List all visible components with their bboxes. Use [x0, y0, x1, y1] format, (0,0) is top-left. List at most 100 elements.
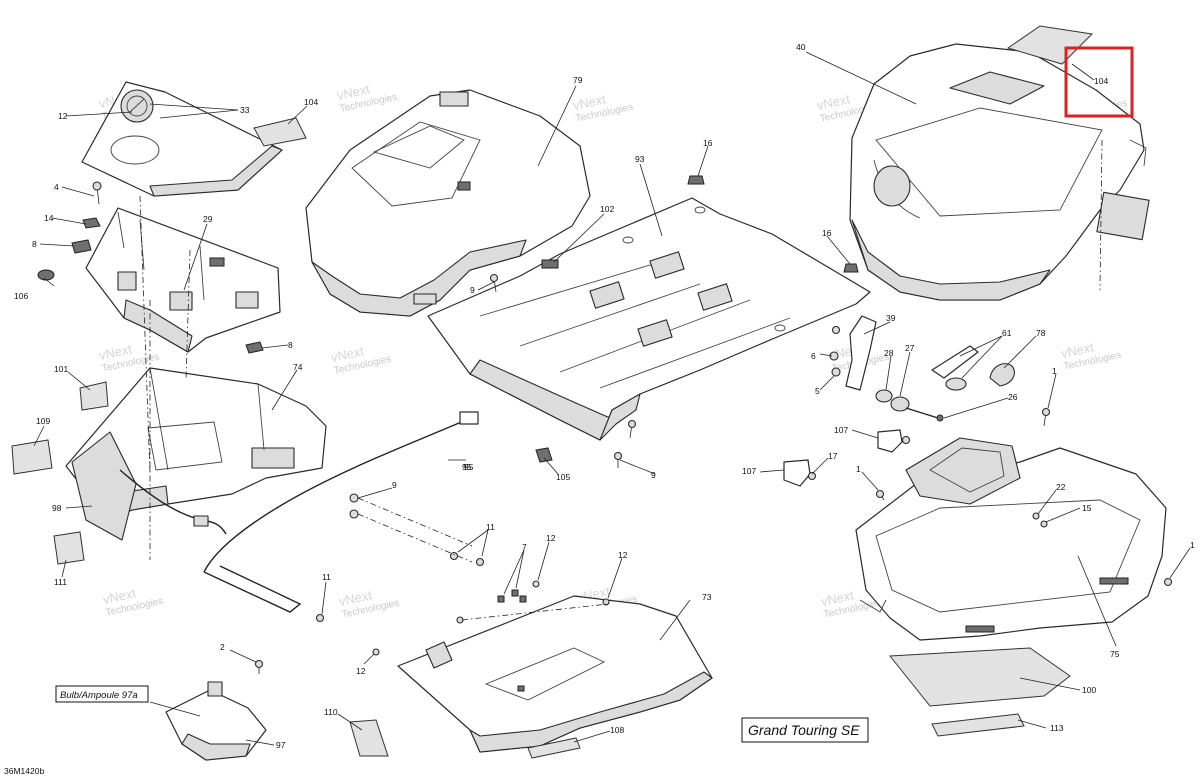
callout-label: 17 — [828, 451, 838, 461]
callout-label: 27 — [905, 343, 915, 353]
callout-label: 101 — [54, 364, 68, 374]
callout-label: 12 — [356, 666, 366, 676]
part-5-6-screws — [829, 325, 841, 377]
part-16-nut-lower — [843, 263, 859, 273]
callout-label: 33 — [240, 105, 250, 115]
part-8-clip — [71, 239, 92, 254]
part-100-decal — [889, 647, 1071, 707]
callout-label: 8 — [32, 239, 37, 249]
watermark-line: vNext — [338, 587, 374, 609]
callout-label: 26 — [1008, 392, 1018, 402]
callout-label: 107 — [742, 466, 756, 476]
part-93-floor-tray — [427, 197, 871, 441]
part-15-nut — [1040, 520, 1048, 528]
callout-layer: 12 33 104 4 14 8 106 29 8 101 74 109 98 … — [14, 42, 1195, 750]
callout-label: 105 — [556, 472, 570, 482]
part-7-screw-lower — [613, 419, 637, 468]
part-12-screws — [372, 580, 610, 656]
callout-label: 74 — [293, 362, 303, 372]
callout-label: 12 — [58, 111, 68, 121]
callout-label: 2 — [220, 642, 225, 652]
part-97-lamp — [165, 681, 267, 761]
callout-label: 106 — [14, 291, 28, 301]
leader-lines — [33, 51, 1191, 746]
model-label-box: Grand Touring SE — [741, 717, 869, 743]
part-61-latch — [931, 345, 979, 391]
part-109-decal — [11, 439, 53, 475]
part-78-trunk-base — [855, 437, 1167, 641]
watermark-line: vNext — [102, 585, 138, 607]
part-2-screw — [254, 659, 264, 674]
callout-label: 100 — [1082, 685, 1096, 695]
callout-label: 22 — [1056, 482, 1066, 492]
watermark-line: vNext — [98, 341, 134, 363]
alignment-lines — [139, 139, 1103, 560]
part-17-nut-upper — [901, 435, 911, 445]
callout-label: 73 — [702, 592, 712, 602]
callout-label: 11 — [486, 522, 495, 532]
callout-label: 102 — [600, 204, 614, 214]
callout-label: 28 — [884, 348, 894, 358]
callout-label: 75 — [1110, 649, 1120, 659]
part-1-screw-upper — [1041, 407, 1051, 427]
callout-label: 79 — [573, 75, 583, 85]
watermark-line: vNext — [336, 81, 372, 103]
callout-label: 1 — [1052, 366, 1057, 376]
part-98-side-trim — [71, 431, 137, 541]
part-101-decal — [79, 381, 109, 411]
part-75-knob — [989, 363, 1015, 387]
callout-label: 109 — [36, 416, 50, 426]
watermark-line: vNext — [330, 343, 366, 365]
callout-label: 93 — [635, 154, 645, 164]
part-105-connector — [535, 447, 553, 463]
part-14-clip — [82, 217, 101, 229]
part-22-washer — [1032, 512, 1040, 520]
callout-label: 1 — [856, 464, 861, 474]
callout-label: 9 — [651, 470, 656, 480]
part-7-screw-upper — [489, 273, 499, 293]
part-16-nut-upper — [687, 175, 705, 185]
part-110-decal — [349, 719, 389, 757]
callout-label: 9 — [470, 285, 475, 295]
callout-label: 29 — [203, 214, 213, 224]
callout-label: 110 — [324, 707, 338, 717]
part-9-screws — [349, 493, 609, 621]
part-102-clip — [541, 259, 559, 269]
part-3-screw — [92, 181, 102, 205]
callout-label: 16 — [822, 228, 832, 238]
callout-label: 1 — [1190, 540, 1195, 550]
part-17-nut-lower — [807, 471, 817, 481]
part-95-wiring-harness — [119, 411, 479, 613]
callout-label: 97 — [276, 740, 286, 750]
part-33-upper-console-panel — [81, 81, 283, 197]
callout-label: 12 — [618, 550, 628, 560]
part-107-bracket-lower — [783, 459, 811, 487]
part-104-decal — [1006, 25, 1094, 65]
part-11-screws — [315, 551, 485, 623]
part-79-storage-compartment — [305, 89, 591, 317]
highlight-box — [1064, 46, 1134, 118]
part-1-screw-lower — [875, 489, 885, 501]
watermark-line: vNext — [1060, 339, 1096, 361]
watermark-line: vNext — [816, 91, 852, 113]
watermark-line: vNext — [820, 587, 856, 609]
callout-label: 78 — [1036, 328, 1046, 338]
callout-label: 15 — [1082, 503, 1092, 513]
part-39-hinge-bracket — [845, 315, 877, 391]
callout-label: 98 — [52, 503, 62, 513]
callout-label: 16 — [703, 138, 713, 148]
part-28-27-pivot-hardware — [875, 389, 944, 422]
callout-label: 113 — [1050, 723, 1064, 733]
part-73-lower-tray — [397, 595, 713, 753]
part-107-bracket-upper — [877, 429, 903, 453]
part-113-strip — [931, 713, 1025, 737]
part-103-decal — [253, 117, 307, 147]
bulb-label-box: Bulb/Ampoule 97a — [55, 685, 149, 703]
callout-label: 12 — [546, 533, 556, 543]
callout-label: 61 — [1002, 328, 1012, 338]
callout-label: 95 — [464, 462, 474, 472]
callout-label: 39 — [886, 313, 896, 323]
callout-label: 6 — [811, 351, 816, 361]
callout-label: 104 — [304, 97, 318, 107]
